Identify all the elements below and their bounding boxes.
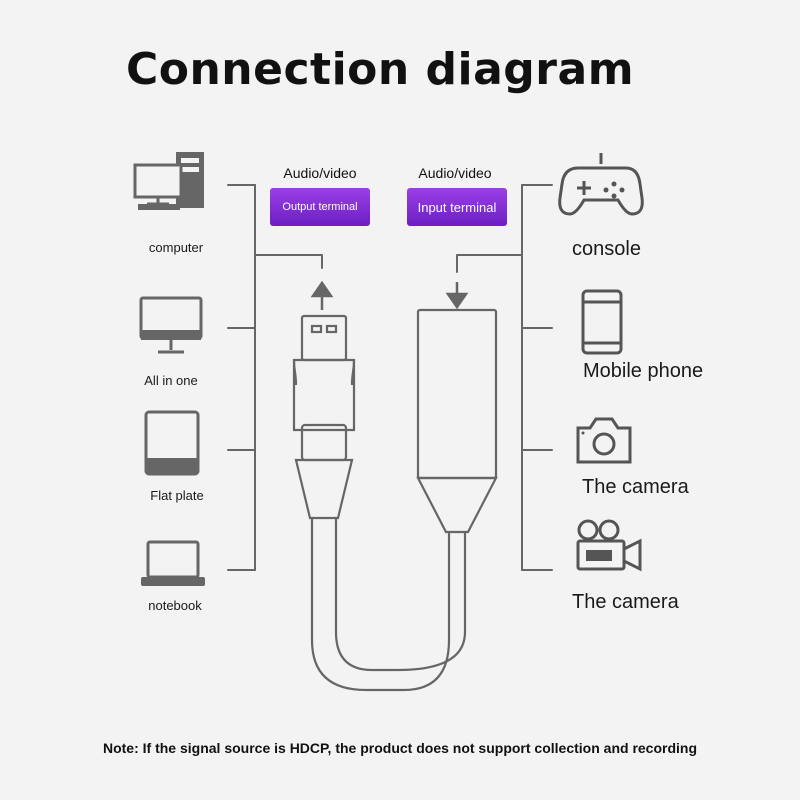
camera-icon [576, 417, 632, 464]
usb-adapter [292, 314, 356, 540]
computer-icon [133, 152, 204, 210]
cable [310, 540, 467, 692]
device-label-mobile-phone: Mobile phone [583, 360, 704, 382]
device-label-computer: computer [148, 240, 204, 255]
right-connector-lines [456, 184, 553, 571]
device-label-video-camera: The camera [572, 591, 679, 613]
input-arrow-icon [445, 282, 469, 310]
tablet-icon [144, 410, 200, 476]
video-camera-icon [576, 519, 642, 572]
input-caption: Audio/video [418, 165, 492, 181]
laptop-icon [141, 540, 205, 586]
input-terminal-badge: Input terminal [407, 188, 507, 226]
left-connector-lines [227, 184, 323, 571]
hdcp-note: Note: If the signal source is HDCP, the … [102, 740, 698, 756]
all-in-one-icon [139, 296, 203, 354]
device-label-camera: The camera [582, 476, 689, 498]
phone-icon [581, 289, 623, 355]
output-terminal-badge: Output terminal [270, 188, 370, 226]
output-arrow-icon [310, 280, 334, 310]
hdmi-adapter [416, 308, 498, 548]
output-caption: Audio/video [283, 165, 357, 181]
device-label-all-in-one: All in one [144, 373, 198, 388]
page-title: Connection diagram [125, 44, 635, 95]
gamepad-icon [558, 153, 644, 216]
device-label-flat-plate: Flat plate [150, 488, 204, 503]
device-label-console: console [572, 238, 641, 260]
device-label-notebook: notebook [148, 598, 202, 613]
